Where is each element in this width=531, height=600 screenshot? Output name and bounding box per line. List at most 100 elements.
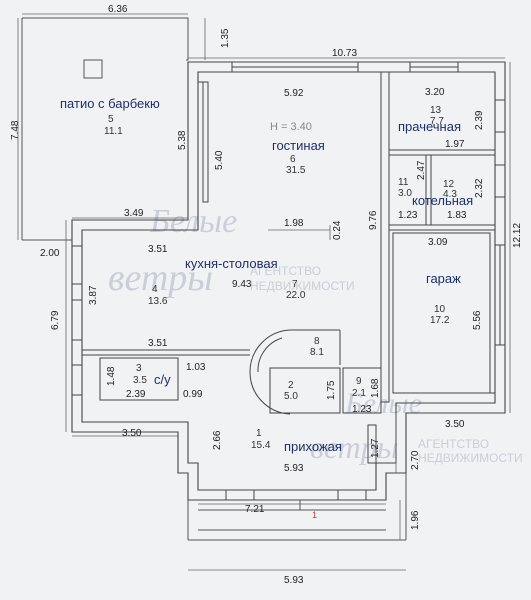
svg-text:0.99: 0.99 [183, 389, 203, 400]
svg-text:3: 3 [136, 363, 142, 374]
svg-text:6: 6 [290, 154, 296, 165]
svg-text:7: 7 [292, 279, 298, 290]
watermark-top: Белые ветры АГЕНТСТВО НЕДВИЖИМОСТИ [108, 203, 355, 299]
svg-text:1.23: 1.23 [398, 210, 418, 221]
svg-text:1.96: 1.96 [410, 510, 421, 530]
svg-text:2.66: 2.66 [212, 430, 223, 450]
svg-text:9.76: 9.76 [368, 210, 379, 230]
svg-text:11.1: 11.1 [104, 126, 123, 137]
svg-text:1.27: 1.27 [370, 438, 381, 458]
svg-text:15.4: 15.4 [251, 440, 271, 451]
svg-text:2.1: 2.1 [352, 388, 366, 399]
svg-text:АГЕНТСТВО: АГЕНТСТВО [418, 437, 489, 451]
svg-text:3.20: 3.20 [425, 87, 445, 98]
svg-text:ветры: ветры [310, 429, 398, 465]
svg-text:с/у: с/у [154, 372, 171, 387]
svg-text:5: 5 [108, 114, 114, 125]
svg-text:12: 12 [443, 179, 455, 190]
svg-text:4.3: 4.3 [443, 189, 457, 200]
svg-text:9: 9 [356, 376, 362, 387]
patio-outline [21, 17, 189, 241]
room-patio: патио с барбекю 5 11.1 [60, 96, 160, 137]
svg-text:4: 4 [152, 284, 158, 295]
svg-text:Белые: Белые [149, 203, 237, 240]
svg-text:3.50: 3.50 [445, 419, 465, 430]
svg-text:13: 13 [430, 105, 442, 116]
svg-text:5.56: 5.56 [472, 310, 483, 330]
svg-text:6.79: 6.79 [50, 310, 61, 330]
svg-text:5.93: 5.93 [284, 463, 304, 474]
dimension-lines [17, 13, 511, 571]
outer-dimensions: 6.36 7.48 1.35 10.73 2.00 3.49 6.79 12.1… [10, 4, 523, 586]
svg-text:5.40: 5.40 [214, 150, 225, 170]
svg-text:2.32: 2.32 [474, 178, 485, 198]
svg-text:2.39: 2.39 [126, 389, 146, 400]
svg-text:2.70: 2.70 [410, 450, 421, 470]
room-2: 2 5.0 1.75 [284, 380, 337, 402]
svg-text:НЕДВИЖИМОСТИ: НЕДВИЖИМОСТИ [418, 451, 523, 465]
svg-text:гостиная: гостиная [272, 138, 325, 153]
svg-text:12.12: 12.12 [512, 223, 523, 248]
svg-text:5.0: 5.0 [284, 391, 298, 402]
svg-text:гараж: гараж [426, 271, 461, 286]
svg-text:5.38: 5.38 [177, 130, 188, 150]
room-4: 4 13.6 3.87 [88, 284, 168, 307]
svg-text:2.00: 2.00 [40, 248, 60, 259]
svg-text:2.39: 2.39 [474, 110, 485, 130]
red-marker: 1 [312, 510, 317, 520]
svg-text:7.48: 7.48 [10, 120, 21, 140]
room-9: 9 2.1 1.68 1.23 [352, 376, 381, 415]
svg-text:прихожая: прихожая [284, 439, 342, 454]
svg-text:7.7: 7.7 [430, 116, 444, 127]
svg-text:2: 2 [288, 380, 294, 391]
svg-text:1.03: 1.03 [186, 362, 206, 373]
svg-text:1.35: 1.35 [220, 28, 231, 48]
svg-text:10: 10 [434, 304, 446, 315]
windows [71, 61, 506, 501]
svg-text:10.73: 10.73 [332, 48, 357, 59]
svg-text:1.48: 1.48 [106, 366, 117, 386]
svg-text:11: 11 [398, 177, 409, 188]
svg-text:1.97: 1.97 [445, 139, 465, 150]
svg-text:1.23: 1.23 [352, 404, 372, 415]
svg-text:17.2: 17.2 [430, 315, 450, 326]
room-wc: 3 3.5 с/у 2.39 1.48 1.03 0.99 [106, 362, 206, 400]
interior-walls [82, 71, 495, 464]
svg-text:2.47: 2.47 [416, 160, 427, 180]
svg-text:1.68: 1.68 [370, 378, 381, 398]
svg-text:22.0: 22.0 [286, 290, 306, 301]
room-hall: 1 15.4 прихожая 2.66 5.93 1.27 [212, 428, 381, 474]
svg-text:3.51: 3.51 [148, 244, 168, 255]
svg-text:3.0: 3.0 [398, 188, 412, 199]
svg-text:1.75: 1.75 [326, 380, 337, 400]
svg-text:8.1: 8.1 [310, 347, 324, 358]
svg-text:1.83: 1.83 [447, 210, 467, 221]
svg-text:3.51: 3.51 [148, 338, 168, 349]
svg-text:5.93: 5.93 [284, 575, 304, 586]
svg-text:13.6: 13.6 [148, 296, 168, 307]
svg-text:кухня-столовая: кухня-столовая [185, 256, 278, 271]
svg-text:1: 1 [256, 428, 262, 439]
svg-text:0.24: 0.24 [332, 220, 343, 240]
svg-text:ветры: ветры [108, 257, 213, 299]
porch [187, 473, 407, 541]
room-stairs: 8 8.1 [310, 336, 324, 358]
svg-text:5.92: 5.92 [284, 88, 304, 99]
room-living: 5.92 H = 3.40 гостиная 6 31.5 5.40 5.38 … [177, 88, 343, 240]
svg-text:НЕДВИЖИМОСТИ: НЕДВИЖИМОСТИ [250, 279, 355, 293]
svg-text:3.09: 3.09 [428, 237, 448, 248]
svg-text:3.49: 3.49 [124, 208, 144, 219]
svg-text:3.5: 3.5 [133, 375, 147, 386]
svg-text:3.87: 3.87 [88, 285, 99, 305]
watermark-bottom: Белые ветры АГЕНТСТВО НЕДВИЖИМОСТИ [310, 387, 523, 465]
svg-text:31.5: 31.5 [286, 165, 306, 176]
svg-text:патио с барбекю: патио с барбекю [60, 96, 160, 111]
svg-text:прачечная: прачечная [398, 119, 461, 134]
svg-text:котельная: котельная [412, 193, 473, 208]
room-laundry: 3.20 13 7.7 прачечная 2.39 1.97 [398, 87, 485, 150]
svg-text:3.50: 3.50 [122, 428, 142, 439]
room-kitchen: кухня-столовая 7 9.43 22.0 3.51 3.51 9.7… [148, 210, 379, 349]
svg-text:6.36: 6.36 [108, 4, 128, 15]
room-11: 11 3.0 2.47 [398, 160, 427, 199]
